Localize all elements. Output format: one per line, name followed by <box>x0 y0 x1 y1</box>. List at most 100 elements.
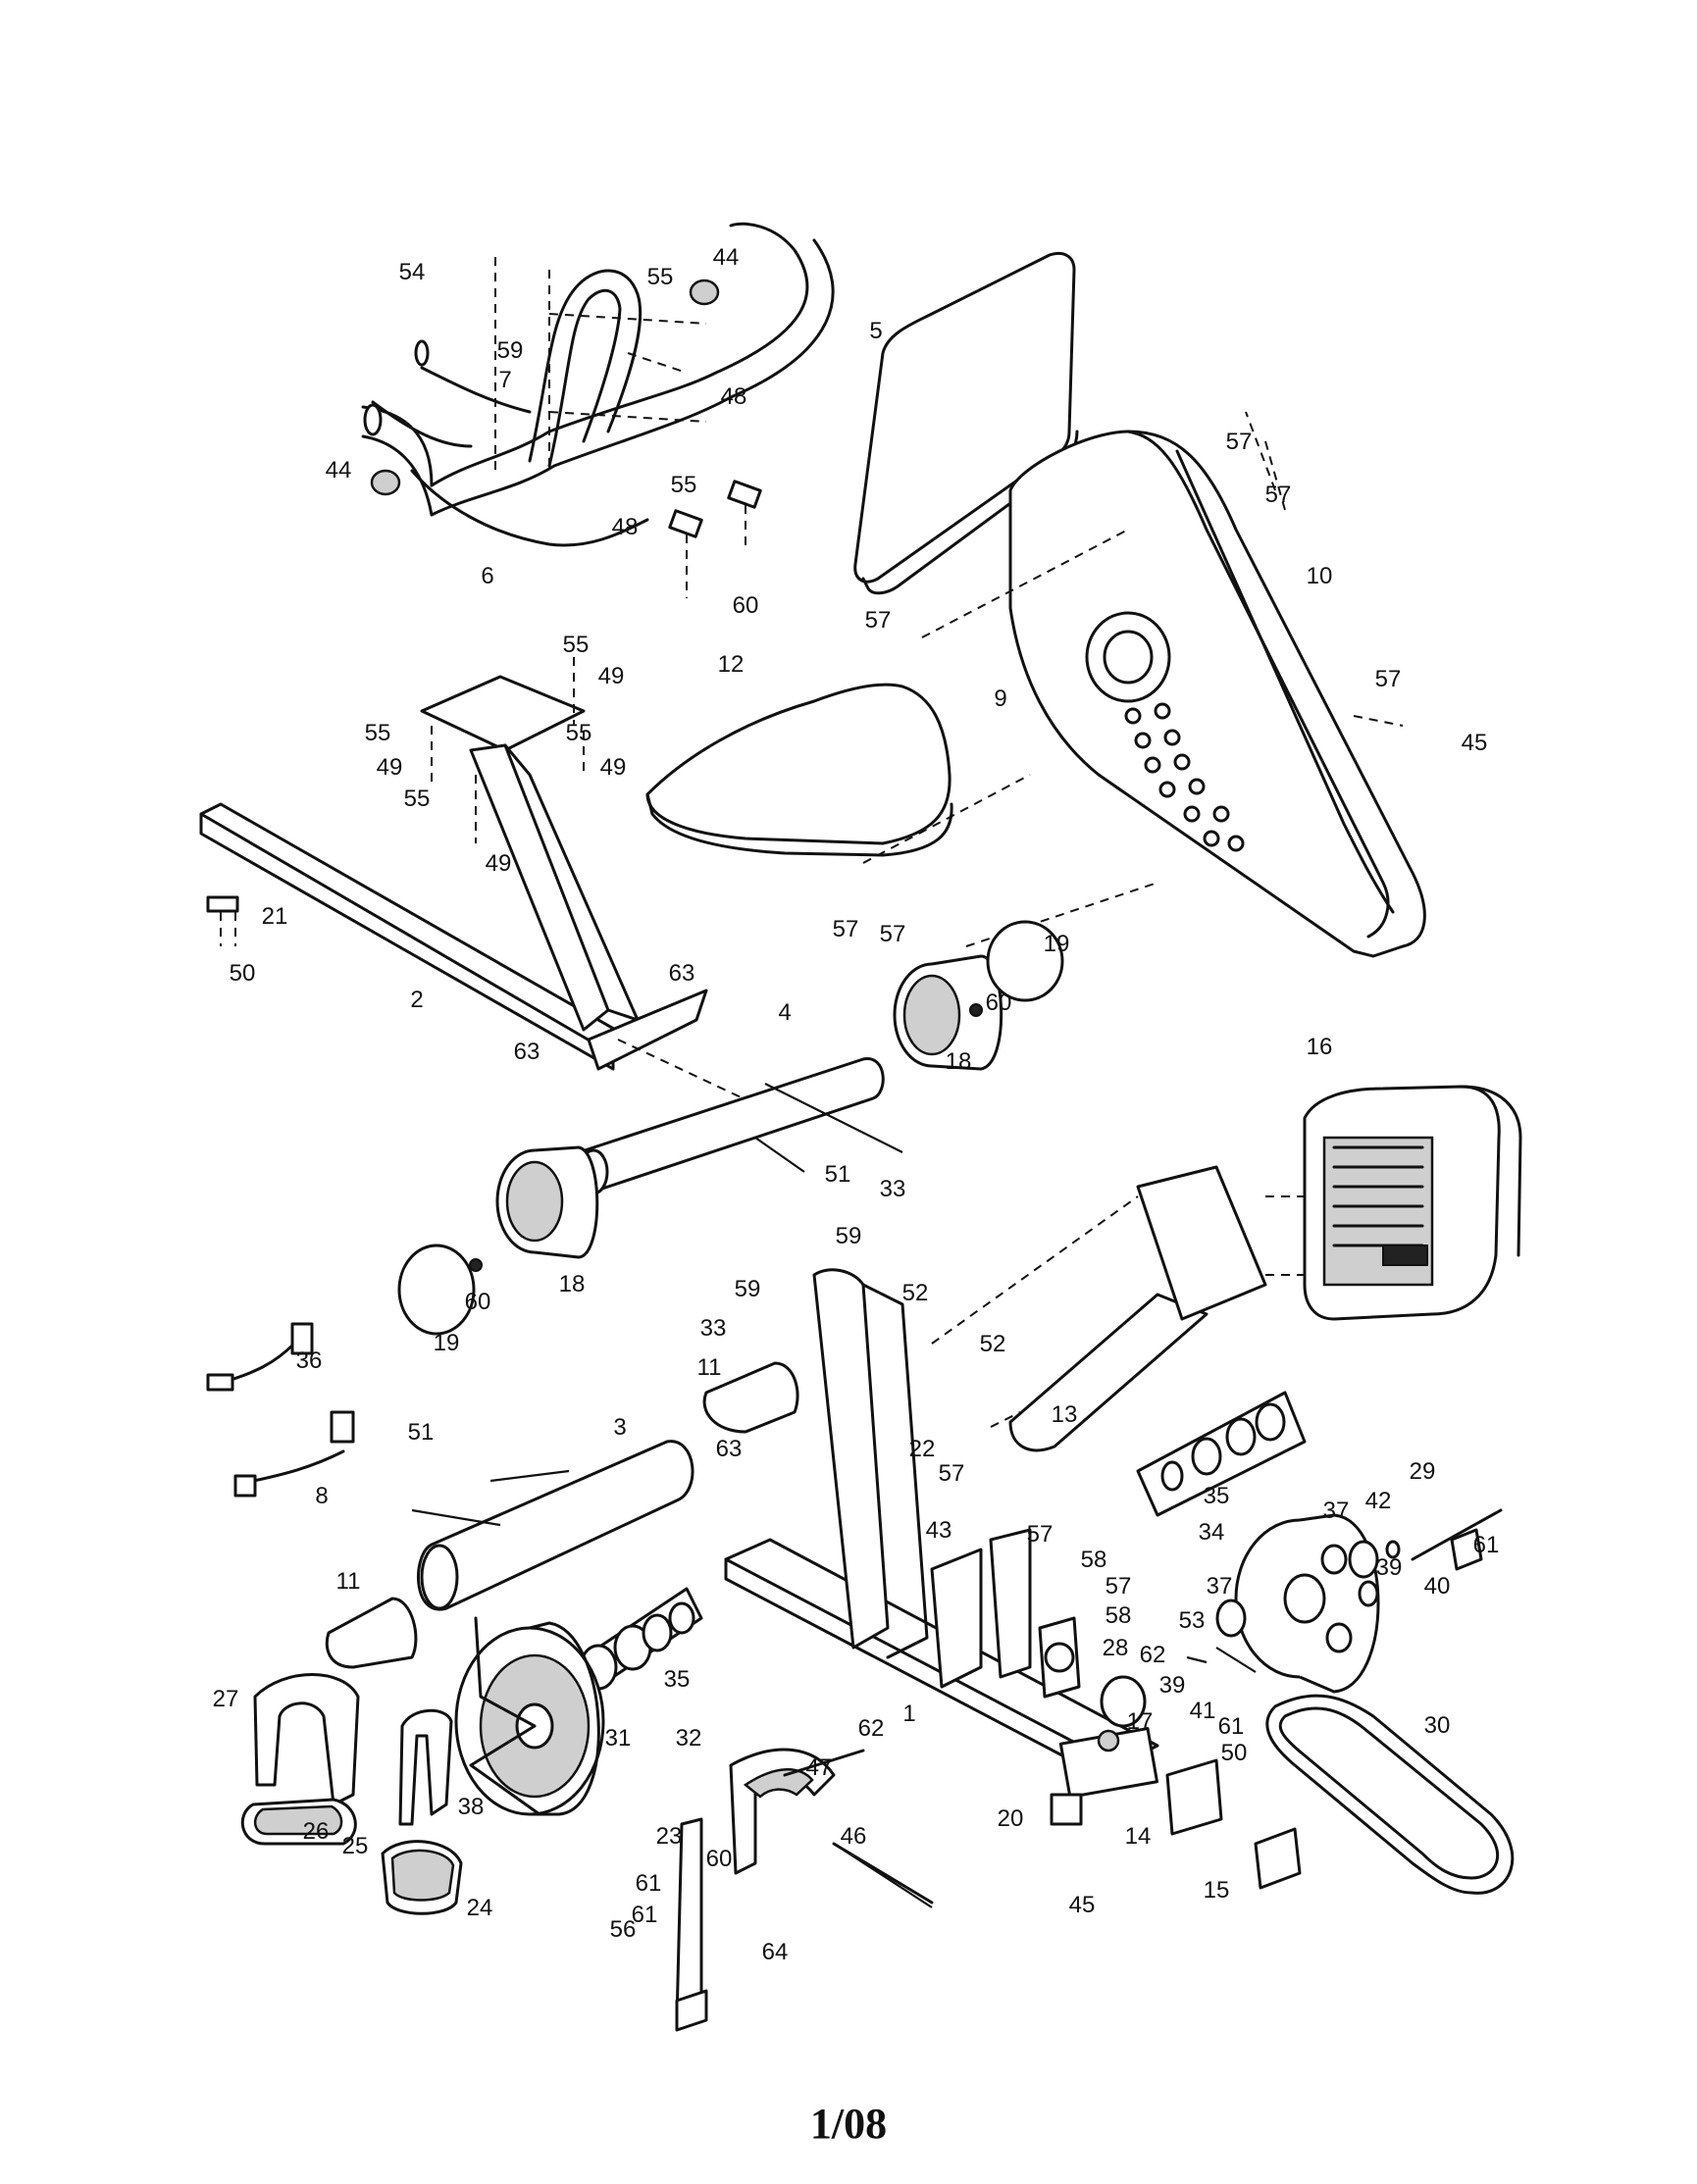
callout-label: 57 <box>939 1460 965 1487</box>
callout-label: 37 <box>1323 1498 1350 1524</box>
callout-label: 55 <box>671 472 697 498</box>
callout-label: 57 <box>1265 482 1292 508</box>
callout-label: 21 <box>262 903 288 930</box>
front-tube <box>325 1361 799 1669</box>
callout-label: 4 <box>778 999 791 1026</box>
callout-label: 57 <box>1106 1573 1132 1600</box>
drive-belt <box>1265 1694 1515 1895</box>
callout-label: 57 <box>880 921 906 947</box>
callout-label: 53 <box>1179 1607 1206 1634</box>
callout-label: 18 <box>946 1048 972 1075</box>
callout-label: 49 <box>598 663 625 689</box>
callout-label: 47 <box>806 1754 833 1781</box>
callout-label: 30 <box>1424 1712 1451 1739</box>
callout-label: 55 <box>566 720 592 746</box>
callout-label: 16 <box>1307 1034 1333 1060</box>
seat-cushion <box>645 683 953 857</box>
callout-label: 62 <box>858 1715 885 1742</box>
callout-label: 39 <box>1159 1672 1186 1699</box>
callout-label: 40 <box>1424 1573 1451 1600</box>
callout-label: 13 <box>1052 1401 1078 1428</box>
callout-label: 44 <box>713 244 740 271</box>
callout-label: 33 <box>880 1176 906 1202</box>
callout-label: 35 <box>664 1666 691 1693</box>
callout-label: 31 <box>605 1725 632 1752</box>
callout-label: 60 <box>986 990 1012 1016</box>
callout-label: 59 <box>735 1276 761 1302</box>
callout-label: 39 <box>1376 1554 1403 1581</box>
callout-label: 9 <box>994 686 1006 712</box>
callout-label: 33 <box>700 1315 727 1342</box>
callout-label: 57 <box>865 607 892 634</box>
callout-label: 6 <box>481 563 493 589</box>
callout-label: 23 <box>656 1823 683 1850</box>
callout-label: 61 <box>1473 1532 1500 1558</box>
wire-harnesses <box>206 1322 355 1498</box>
callout-label: 29 <box>1410 1458 1436 1485</box>
flywheel <box>1234 1513 1380 1694</box>
callout-label: 32 <box>676 1725 702 1752</box>
callout-label: 37 <box>1207 1573 1233 1600</box>
callout-label: 5 <box>869 318 882 344</box>
callout-label: 52 <box>980 1331 1006 1357</box>
callout-label: 27 <box>213 1686 239 1712</box>
seat-plate <box>420 657 586 843</box>
callout-label: 56 <box>610 1916 637 1943</box>
callout-label: 12 <box>718 651 745 678</box>
page-number: 1/08 <box>809 2100 888 2148</box>
main-frame <box>724 1268 1159 1799</box>
pedals <box>240 1673 463 1915</box>
callout-label: 22 <box>909 1436 936 1462</box>
callout-label: 36 <box>296 1347 323 1374</box>
callout-label: 58 <box>1106 1602 1132 1629</box>
callout-label: 60 <box>465 1289 491 1315</box>
callout-label: 19 <box>1044 931 1070 957</box>
callout-label: 10 <box>1307 563 1333 589</box>
seat-rail-frame <box>199 743 786 1119</box>
console <box>1303 1085 1522 1321</box>
callout-label: 15 <box>1204 1877 1230 1904</box>
callout-label: 34 <box>1199 1519 1225 1546</box>
pulley-crank <box>454 1616 605 1816</box>
callout-label: 59 <box>836 1223 862 1249</box>
callout-label: 8 <box>315 1483 328 1509</box>
callout-label: 62 <box>1140 1642 1166 1668</box>
callout-label: 45 <box>1069 1892 1096 1918</box>
callout-label: 51 <box>825 1161 851 1188</box>
callout-label: 18 <box>559 1271 586 1297</box>
callout-label: 42 <box>1365 1488 1392 1514</box>
callout-label: 63 <box>716 1436 743 1462</box>
callout-label: 2 <box>410 987 423 1013</box>
callout-label: 58 <box>1081 1547 1107 1573</box>
callout-label: 61 <box>632 1902 658 1928</box>
callout-label: 35 <box>1204 1483 1230 1509</box>
callout-label: 24 <box>467 1895 493 1921</box>
small-components <box>1038 1508 1503 1890</box>
callout-label: 46 <box>841 1823 867 1850</box>
callout-label: 25 <box>342 1833 369 1859</box>
callout-label: 11 <box>697 1354 722 1381</box>
callout-label: 49 <box>486 850 512 877</box>
seat-back-housing <box>862 411 1426 958</box>
callout-label: 50 <box>230 960 256 987</box>
callout-label: 14 <box>1125 1823 1152 1850</box>
callout-label: 3 <box>613 1414 626 1441</box>
seat-tube <box>572 1057 903 1195</box>
callout-label: 43 <box>926 1517 952 1544</box>
callout-label: 52 <box>902 1280 929 1306</box>
seat-wheels <box>397 920 1064 1336</box>
callout-label: 20 <box>998 1805 1024 1832</box>
callout-label: 49 <box>377 754 403 781</box>
callout-label: 49 <box>600 754 627 781</box>
callout-label: 19 <box>434 1330 460 1356</box>
callout-label: 57 <box>833 916 859 942</box>
callout-label: 57 <box>1375 666 1402 692</box>
callout-label: 61 <box>636 1870 662 1897</box>
callout-label: 60 <box>706 1846 733 1872</box>
callout-label: 59 <box>497 337 524 364</box>
handlebar-frame <box>361 222 835 598</box>
callout-label: 54 <box>399 259 426 285</box>
callout-label: 63 <box>514 1039 540 1065</box>
